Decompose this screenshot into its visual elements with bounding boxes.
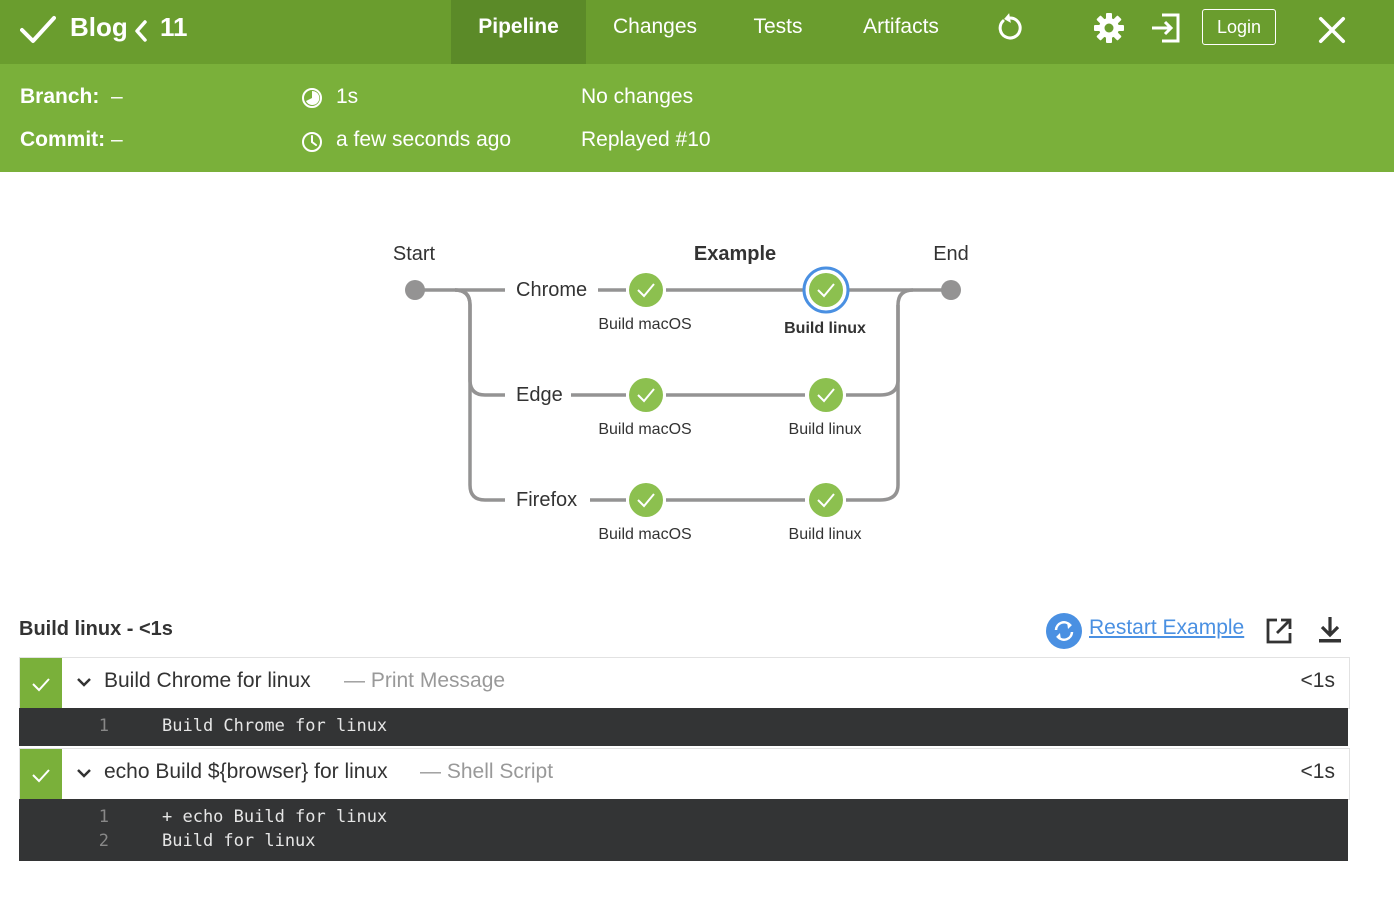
tab-pipeline[interactable]: Pipeline — [451, 0, 586, 64]
step-status-success — [20, 749, 62, 799]
time-value: a few seconds ago — [336, 128, 512, 151]
top-bar: Blog 11 Pipeline Changes Tests Artifacts… — [0, 0, 1394, 64]
step-duration: <1s — [1300, 669, 1335, 692]
start-node — [405, 280, 425, 300]
node-label: Build linux — [784, 320, 866, 337]
pipeline-connectors — [415, 288, 951, 502]
signin-icon[interactable] — [1148, 10, 1184, 46]
commit-value: – — [111, 128, 123, 151]
line-text: Build Chrome for linux — [162, 716, 388, 736]
end-node — [941, 280, 961, 300]
branch-label-edge: Edge — [516, 384, 563, 406]
clock-icon — [302, 132, 322, 152]
restart-icon[interactable] — [1046, 613, 1082, 649]
tab-changes[interactable]: Changes — [612, 15, 698, 38]
node-label: Build macOS — [598, 421, 691, 438]
login-button[interactable]: Login — [1202, 9, 1276, 45]
line-text: + echo Build for linux — [162, 807, 388, 827]
restart-stage-link[interactable]: Restart Example — [1089, 616, 1245, 639]
node-firefox-build-macos[interactable] — [629, 483, 663, 517]
line-number: 2 — [98, 831, 109, 851]
node-label: Build macOS — [598, 316, 691, 333]
chevron-down-icon[interactable] — [76, 764, 92, 784]
node-label: Build macOS — [598, 526, 691, 543]
log-line: 2 Build for linux — [19, 831, 1348, 855]
step-name: echo Build ${browser} for linux — [104, 760, 388, 783]
line-text: Build for linux — [162, 831, 316, 851]
download-icon[interactable] — [1316, 614, 1344, 646]
branch-value: – — [111, 85, 123, 108]
node-chrome-build-macos[interactable] — [629, 273, 663, 307]
chevron-left-icon[interactable] — [133, 18, 149, 48]
run-summary-bar: Branch: – Commit: – 1s a few seconds ago… — [0, 64, 1394, 172]
changes-value: No changes — [581, 85, 694, 108]
open-external-icon[interactable] — [1264, 616, 1294, 646]
duration-icon — [302, 88, 322, 108]
branch-label-firefox: Firefox — [516, 489, 577, 511]
step-duration: <1s — [1300, 760, 1335, 783]
job-name-link[interactable]: Blog — [70, 12, 128, 42]
log-output: 1 + echo Build for linux 2 Build for lin… — [19, 799, 1348, 861]
check-icon — [32, 678, 50, 692]
step-name: Build Chrome for linux — [104, 669, 311, 692]
node-firefox-build-linux[interactable] — [809, 483, 843, 517]
pipeline-graph: Start Example End Chrome Edge Firefox Bu… — [393, 243, 969, 543]
gear-icon[interactable] — [1091, 10, 1127, 46]
replay-icon[interactable] — [992, 10, 1028, 46]
log-step-row[interactable]: echo Build ${browser} for linux — Shell … — [19, 748, 1350, 800]
duration-value: 1s — [336, 85, 359, 108]
step-description: — Shell Script — [420, 760, 554, 783]
log-line: 1 Build Chrome for linux — [19, 716, 1348, 740]
step-description: — Print Message — [344, 669, 506, 692]
node-label: Build linux — [789, 421, 862, 438]
tab-artifacts[interactable]: Artifacts — [863, 15, 939, 38]
branch-label: Branch: — [20, 85, 100, 108]
line-number: 1 — [98, 716, 109, 736]
run-number: 11 — [160, 12, 188, 42]
close-icon[interactable] — [1314, 12, 1350, 48]
step-status-success — [20, 658, 62, 708]
tab-tests[interactable]: Tests — [753, 15, 803, 38]
log-step-row[interactable]: Build Chrome for linux — Print Message <… — [19, 657, 1350, 709]
branch-label-chrome: Chrome — [516, 279, 587, 301]
node-edge-build-linux[interactable] — [809, 378, 843, 412]
log-output: 1 Build Chrome for linux — [19, 708, 1348, 746]
check-icon — [20, 16, 56, 43]
replayed-value: Replayed #10 — [581, 128, 711, 151]
log-line: 1 + echo Build for linux — [19, 807, 1348, 831]
end-label: End — [933, 243, 969, 265]
commit-label: Commit: — [20, 128, 106, 151]
chevron-down-icon[interactable] — [76, 673, 92, 693]
node-edge-build-macos[interactable] — [629, 378, 663, 412]
stage-label: Example — [694, 243, 776, 265]
node-label: Build linux — [789, 526, 862, 543]
node-chrome-build-linux-selected[interactable] — [802, 266, 850, 314]
line-number: 1 — [98, 807, 109, 827]
check-icon — [32, 769, 50, 783]
log-panel-title: Build linux - <1s — [19, 618, 173, 640]
start-label: Start — [393, 243, 436, 265]
